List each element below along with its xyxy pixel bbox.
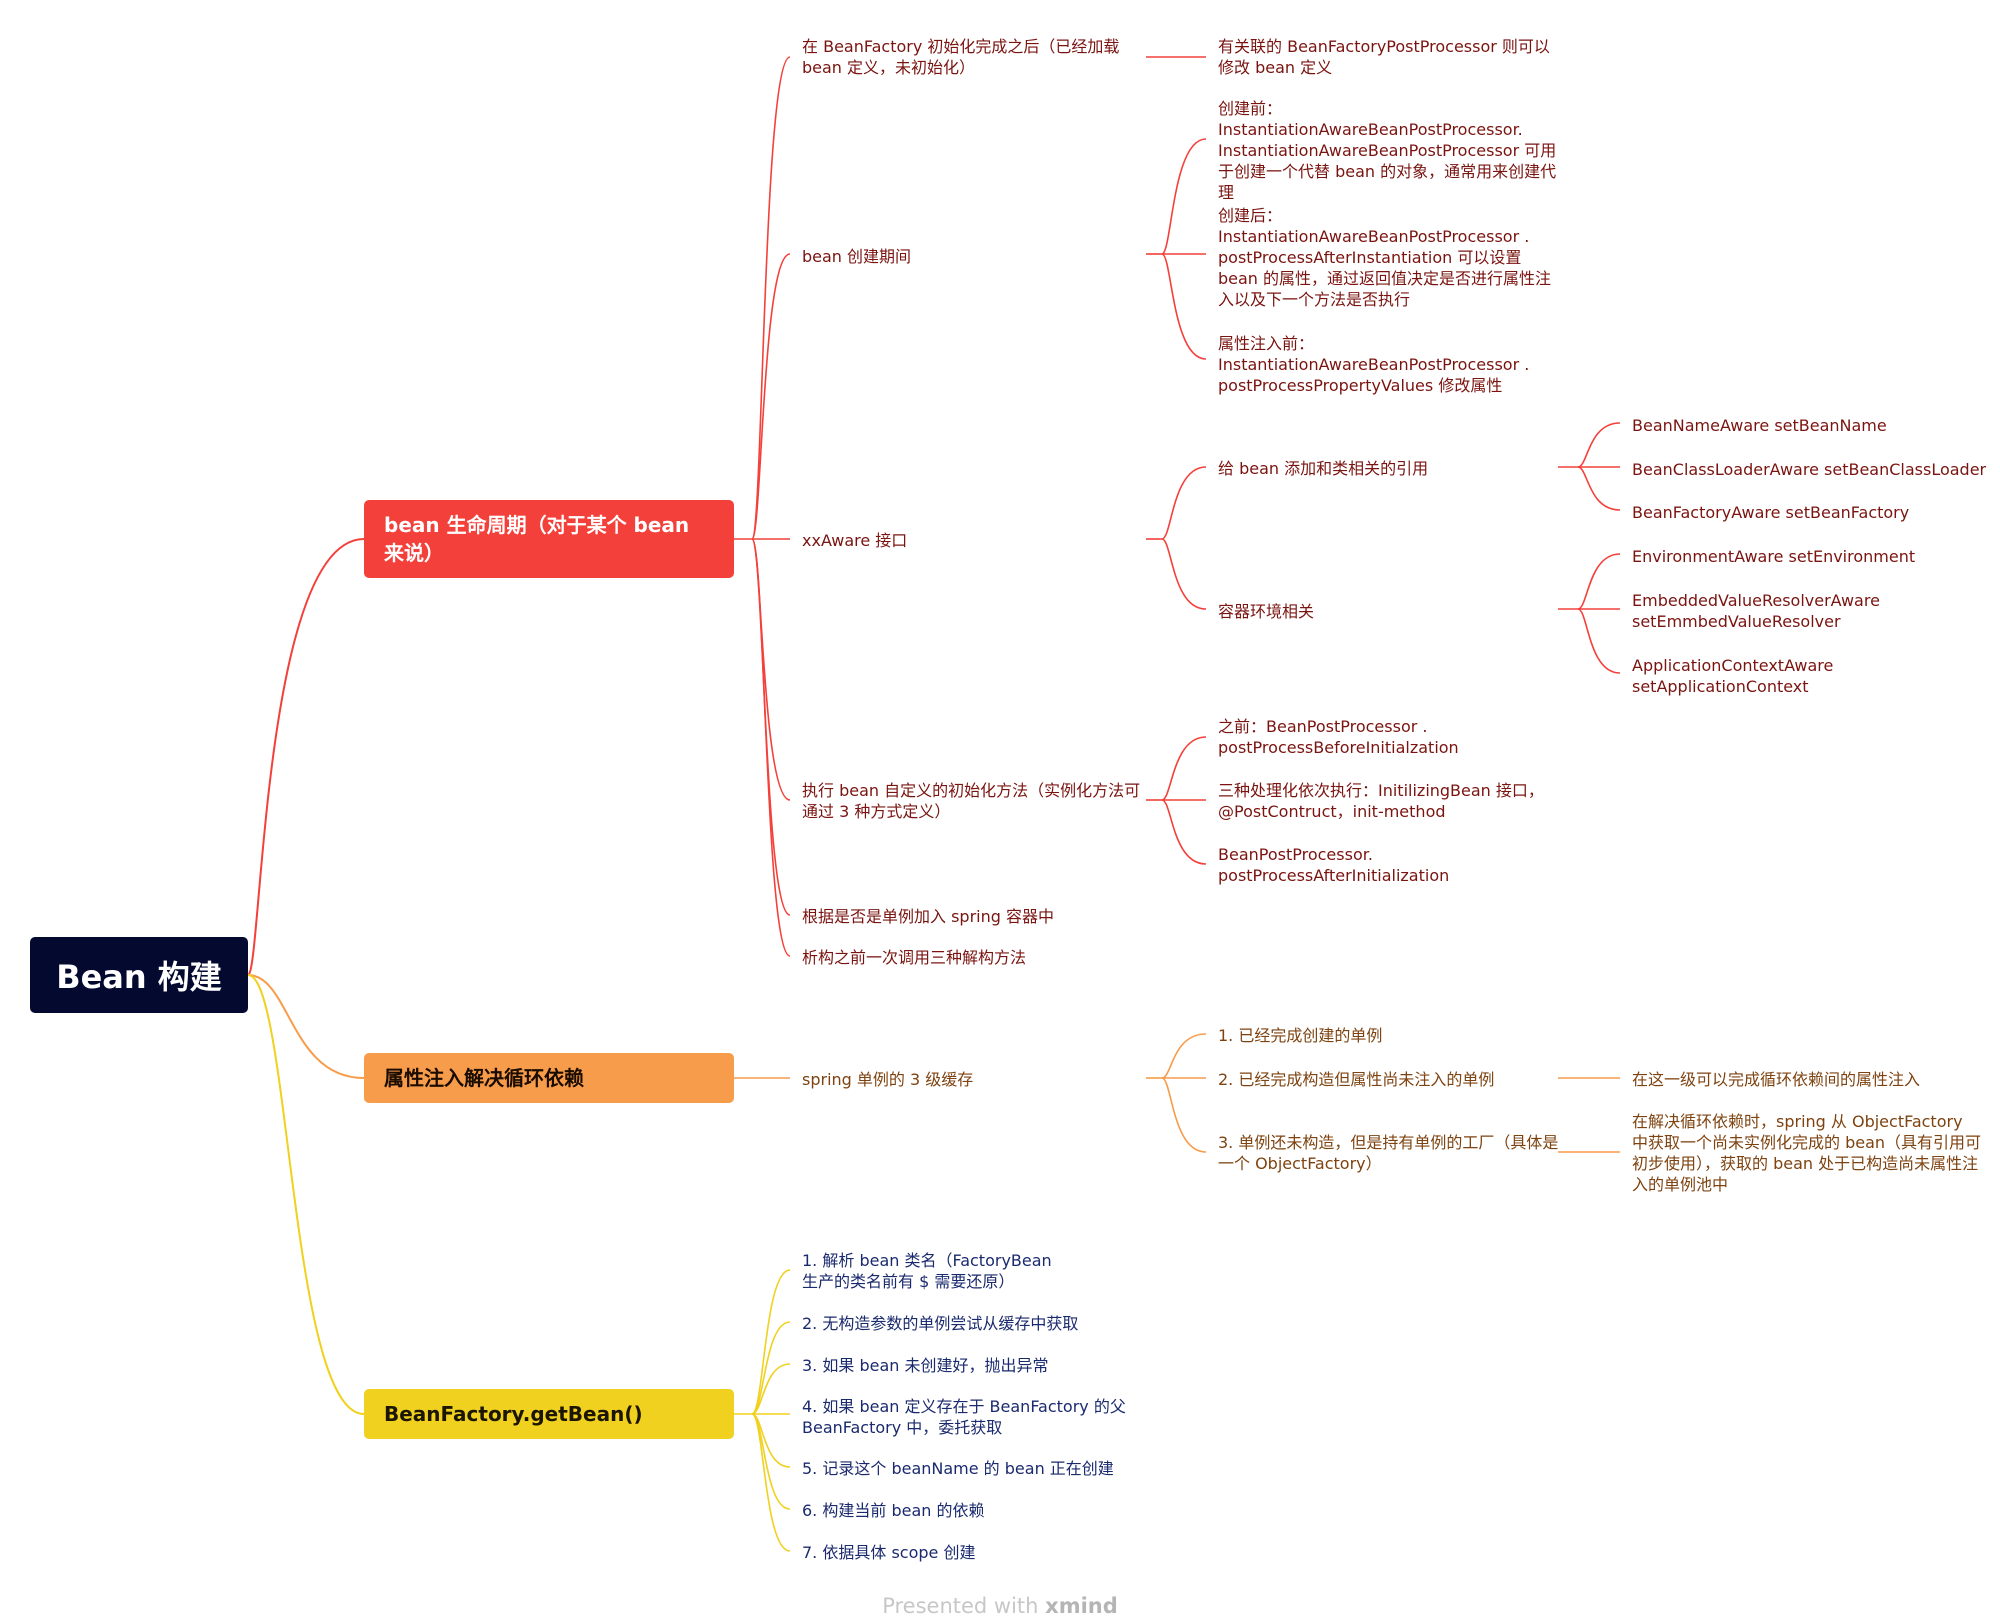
subtopic-cache-level-2[interactable]: 2. 已经完成构造但属性尚未注入的单例	[1218, 1070, 1495, 1089]
subtopic-cache-level-1[interactable]: 1. 已经完成创建的单例	[1218, 1026, 1383, 1045]
topic-circular-dependency[interactable]: 属性注入解决循环依赖	[364, 1053, 734, 1103]
leaf-beannameaware[interactable]: BeanNameAware setBeanName	[1632, 416, 1887, 435]
subtopic-after-creation[interactable]: 创建后：InstantiationAwareBeanPostProcessor …	[1218, 206, 1552, 309]
step-7-create-by-scope[interactable]: 7. 依据具体 scope 创建	[802, 1543, 976, 1562]
subtopic-destroy-methods[interactable]: 析构之前一次调用三种解构方法	[802, 948, 1027, 967]
link-root-circular	[247, 974, 365, 1079]
leaf-embeddedvalueresolveraware[interactable]: EmbeddedValueResolverAware setEmmbedValu…	[1632, 591, 1880, 631]
subtopic-before-creation[interactable]: 创建前：InstantiationAwareBeanPostProcessor.…	[1218, 99, 1557, 202]
subtopic-container-environment[interactable]: 容器环境相关	[1218, 602, 1315, 621]
leaf-applicationcontextaware[interactable]: ApplicationContextAware setApplicationCo…	[1632, 656, 1834, 696]
subtopic-after-initialization[interactable]: BeanPostProcessor. postProcessAfterIniti…	[1218, 845, 1450, 885]
subtopic-before-initialization[interactable]: 之前：BeanPostProcessor . postProcessBefore…	[1218, 717, 1459, 757]
topic-getbean[interactable]: BeanFactory.getBean()	[364, 1389, 734, 1439]
subtopic-before-property-injection[interactable]: 属性注入前：InstantiationAwareBeanPostProcesso…	[1218, 334, 1530, 395]
subtopic-class-references[interactable]: 给 bean 添加和类相关的引用	[1218, 459, 1429, 478]
step-3-throw-exception[interactable]: 3. 如果 bean 未创建好，抛出异常	[802, 1356, 1049, 1375]
step-1-resolve-name[interactable]: 1. 解析 bean 类名（FactoryBean 生产的类名前有 $ 需要还原…	[802, 1251, 1052, 1291]
step-6-build-dependencies[interactable]: 6. 构建当前 bean 的依赖	[802, 1501, 985, 1520]
subtopic-add-to-container[interactable]: 根据是否是单例加入 spring 容器中	[802, 907, 1054, 926]
leaf-environmentaware[interactable]: EnvironmentAware setEnvironment	[1632, 547, 1916, 566]
leaf-level-3-note[interactable]: 在解决循环依赖时，spring 从 ObjectFactory 中获取一个尚未实…	[1632, 1112, 1982, 1194]
xmind-logo: xmind	[1045, 1594, 1118, 1618]
link-root-getbean	[247, 974, 365, 1415]
root-topic[interactable]: Bean 构建	[30, 937, 248, 1013]
subtopic-three-level-cache[interactable]: spring 单例的 3 级缓存	[802, 1070, 974, 1089]
step-5-mark-creating[interactable]: 5. 记录这个 beanName 的 bean 正在创建	[802, 1459, 1114, 1478]
footer-prefix: Presented with	[882, 1594, 1039, 1618]
footer-watermark: Presented with xmind	[0, 1594, 2000, 1618]
step-2-cache-lookup[interactable]: 2. 无构造参数的单例尝试从缓存中获取	[802, 1314, 1079, 1333]
subtopic-after-beanfactory-init[interactable]: 在 BeanFactory 初始化完成之后（已经加载 bean 定义，未初始化）	[802, 37, 1120, 77]
topic-bean-lifecycle[interactable]: bean 生命周期（对于某个 bean 来说）	[364, 500, 734, 578]
subtopic-bean-creation[interactable]: bean 创建期间	[802, 247, 912, 266]
subtopic-xxaware[interactable]: xxAware 接口	[802, 531, 908, 550]
subtopic-three-init-orders[interactable]: 三种处理化依次执行：InitilizingBean 接口，@PostContru…	[1218, 781, 1544, 821]
leaf-beanfactoryaware[interactable]: BeanFactoryAware setBeanFactory	[1632, 503, 1910, 522]
step-4-delegate-parent[interactable]: 4. 如果 bean 定义存在于 BeanFactory 的父 BeanFact…	[802, 1397, 1126, 1437]
link-root-lifecycle	[247, 538, 365, 976]
leaf-level-2-note[interactable]: 在这一级可以完成循环依赖间的属性注入	[1632, 1070, 1921, 1089]
subtopic-custom-init-methods[interactable]: 执行 bean 自定义的初始化方法（实例化方法可通过 3 种方式定义）	[802, 781, 1141, 821]
leaf-beanclassloaderaware[interactable]: BeanClassLoaderAware setBeanClassLoader	[1632, 460, 1987, 479]
subtopic-cache-level-3[interactable]: 3. 单例还未构造，但是持有单例的工厂（具体是一个 ObjectFactory）	[1218, 1133, 1559, 1173]
subtopic-beanfactorypostprocessor[interactable]: 有关联的 BeanFactoryPostProcessor 则可以修改 bean…	[1218, 37, 1550, 77]
